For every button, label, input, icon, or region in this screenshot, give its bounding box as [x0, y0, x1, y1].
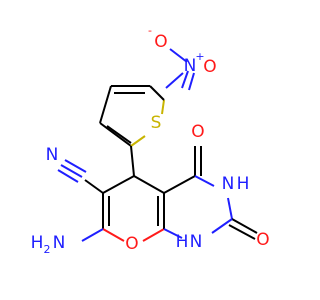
bond-c5-c6 [102, 175, 135, 194]
bond-thiophene-c-nitro-n [165, 72, 184, 89]
bond-c4a-c5 [133, 175, 165, 194]
thiophene-sulfur-label: S [151, 113, 162, 133]
amide-h-upper-label: H [237, 174, 250, 194]
bond-thiophene-c3-c2-inner [106, 125, 132, 144]
nitro-o-minus-label: O [154, 32, 167, 52]
bond-c2-o-b [228, 224, 256, 240]
amino-h-label: H [31, 233, 44, 253]
bond-thiophene-to-c5 [130, 145, 135, 177]
nitro-o-minus-charge: - [148, 24, 152, 37]
bond-c7-o [102, 228, 125, 242]
bond-c2-o-a [231, 218, 258, 234]
bond-c6-cn [84, 179, 104, 194]
bond-nitro-n-o-double-b [188, 72, 195, 91]
bond-thiophene-c2-s [130, 135, 146, 147]
bond-c7-nh2 [81, 228, 104, 242]
amide-n-lower-label: N [190, 232, 203, 252]
nitro-n-charge: + [195, 50, 204, 63]
amino-h-subscript: 2 [44, 243, 51, 256]
amide-n-upper-label: N [222, 174, 235, 194]
bond-c4a-c4 [163, 175, 196, 194]
bond-thiophene-c4-c3 [99, 85, 112, 124]
ring-o-label: O [125, 234, 138, 254]
bond-c4-n3 [194, 175, 215, 187]
bond-c2-n1 [211, 218, 233, 234]
nitrile-n-label: N [46, 145, 59, 165]
bond-n3-c2 [227, 197, 233, 220]
nitro-n-label: N [184, 56, 197, 76]
bond-thiophene-c5-top [149, 85, 165, 101]
bond-nitrile-triple-2 [64, 159, 87, 173]
bond-nitrile-triple-3 [57, 169, 79, 183]
nitro-o-double-label: O [203, 57, 216, 77]
bond-nitrile-triple-1 [60, 164, 83, 178]
chemical-structure-diagram: O - N + O S N O N H O H 2 N O H N [31, 24, 270, 256]
bond-n1-c8a [163, 228, 183, 239]
carbonyl-o-upper-label: O [191, 122, 204, 142]
bond-thiophene-c3-c2 [99, 122, 132, 147]
carbonyl-o-lower-label: O [256, 230, 269, 250]
amide-h-lower-label: H [176, 232, 189, 252]
bond-thiophene-s-c5 [161, 99, 165, 115]
bond-nitro-n-o-minus [169, 48, 188, 63]
bond-o-c8a [142, 228, 165, 242]
bond-nitro-n-o-double-a [181, 70, 189, 89]
amino-n-label: N [53, 233, 66, 253]
